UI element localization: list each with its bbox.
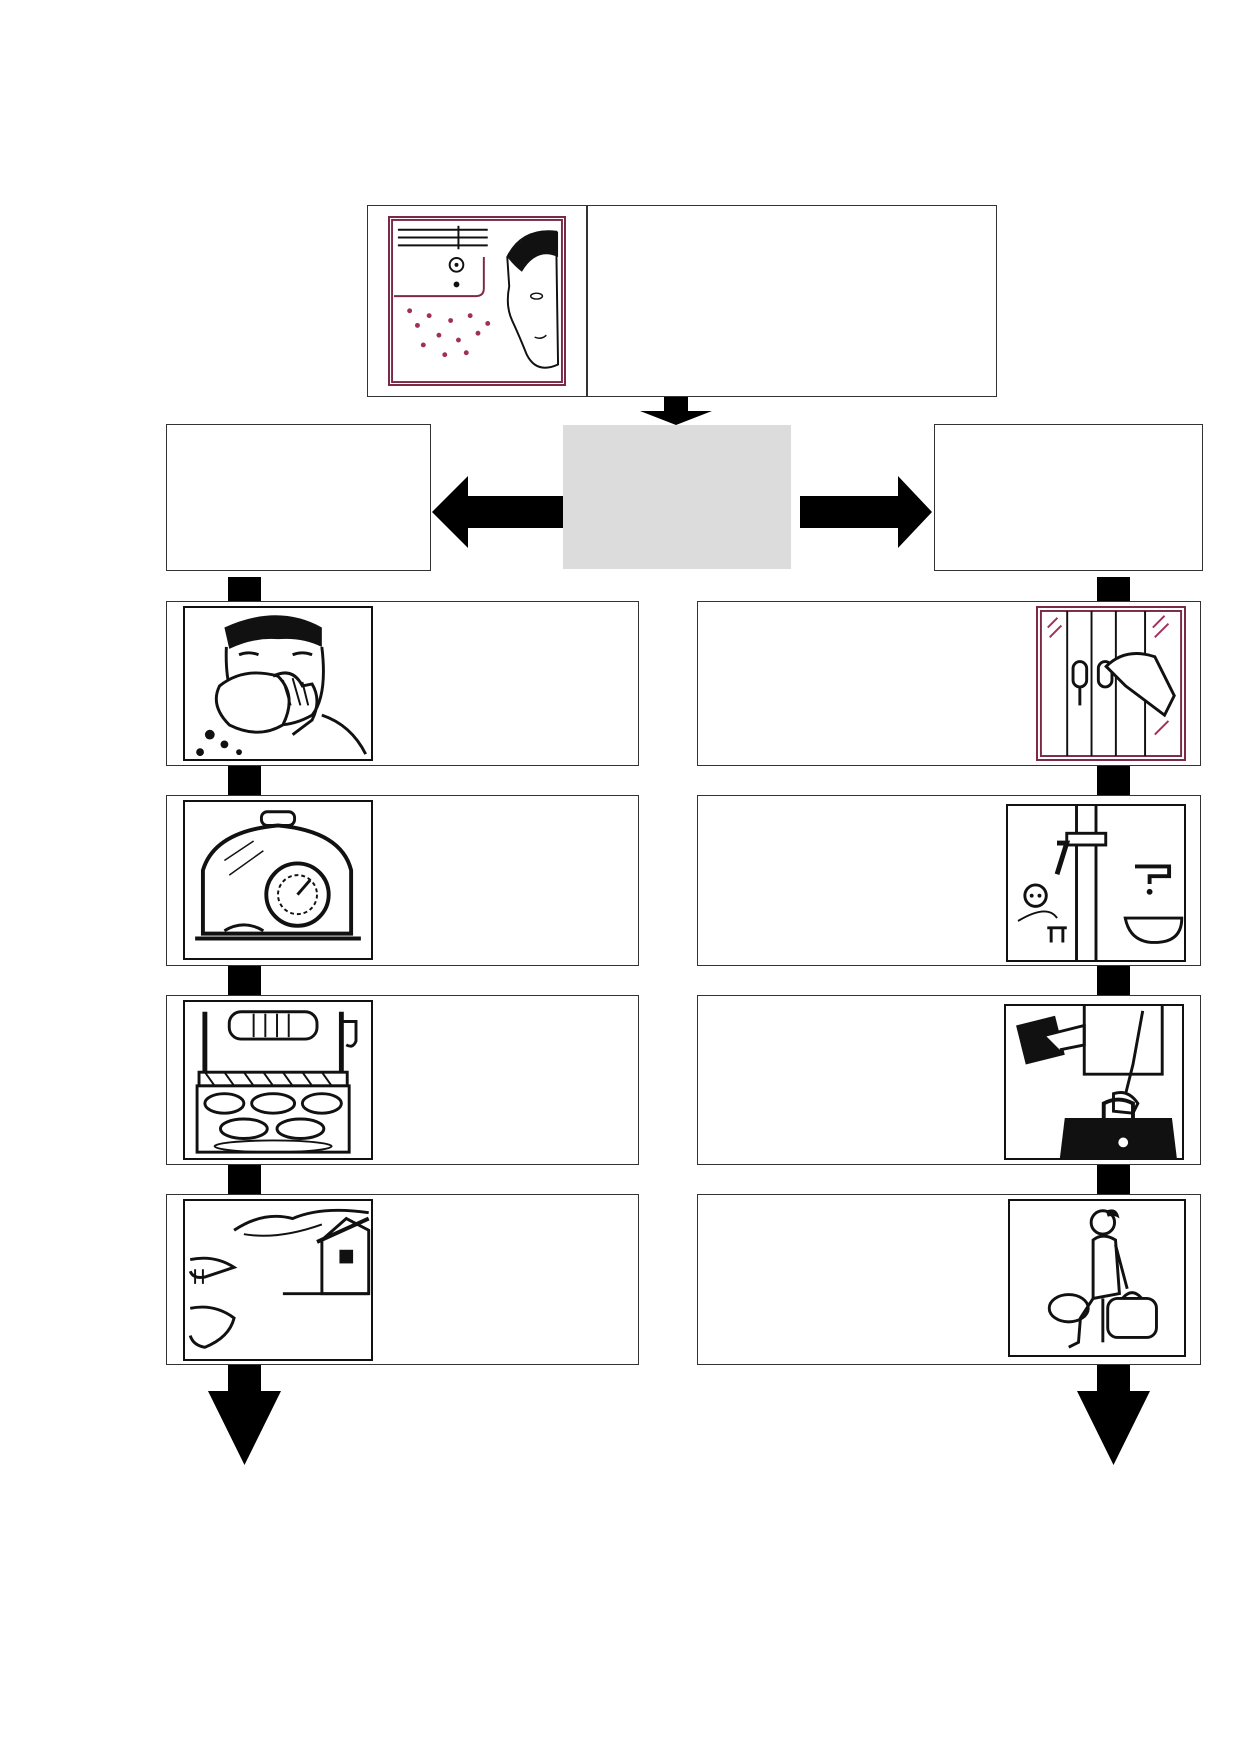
arrow-top-to-center xyxy=(640,397,712,425)
person-sneezing-icon xyxy=(183,606,373,761)
water-well-icon xyxy=(183,1000,373,1160)
right-connector-4 xyxy=(1097,1163,1130,1194)
countryside-house-icon xyxy=(183,1199,373,1361)
left-connector-2 xyxy=(228,766,261,795)
right-connector-3 xyxy=(1097,962,1130,995)
hand-with-luggage-icon xyxy=(1004,1004,1184,1160)
top-box-divider xyxy=(586,206,588,396)
right-step-1 xyxy=(697,601,1201,766)
right-step-3 xyxy=(697,995,1201,1165)
window-handle-icon xyxy=(1036,606,1186,761)
left-connector-3 xyxy=(228,966,261,995)
center-box xyxy=(563,425,791,569)
left-connector-1 xyxy=(228,577,261,601)
top-box xyxy=(367,205,997,397)
right-step-2 xyxy=(697,795,1201,966)
water-tap-and-plug-icon xyxy=(1006,804,1186,962)
left-step-3 xyxy=(166,995,639,1165)
left-step-4 xyxy=(166,1194,639,1365)
left-step-2 xyxy=(166,795,639,966)
arrow-center-to-right xyxy=(800,476,932,548)
left-connector-4 xyxy=(228,1165,261,1194)
right-down-arrow xyxy=(1077,1365,1150,1465)
person-near-ac-vent-icon xyxy=(388,216,566,386)
left-down-arrow xyxy=(208,1365,281,1465)
clock-under-bell-jar-icon xyxy=(183,800,373,960)
left-box xyxy=(166,424,431,571)
woman-with-suitcase-icon xyxy=(1008,1199,1186,1357)
right-box xyxy=(934,424,1203,571)
right-connector-1 xyxy=(1097,577,1130,601)
right-step-4 xyxy=(697,1194,1201,1365)
arrow-center-to-left xyxy=(432,476,563,548)
left-step-1 xyxy=(166,601,639,766)
